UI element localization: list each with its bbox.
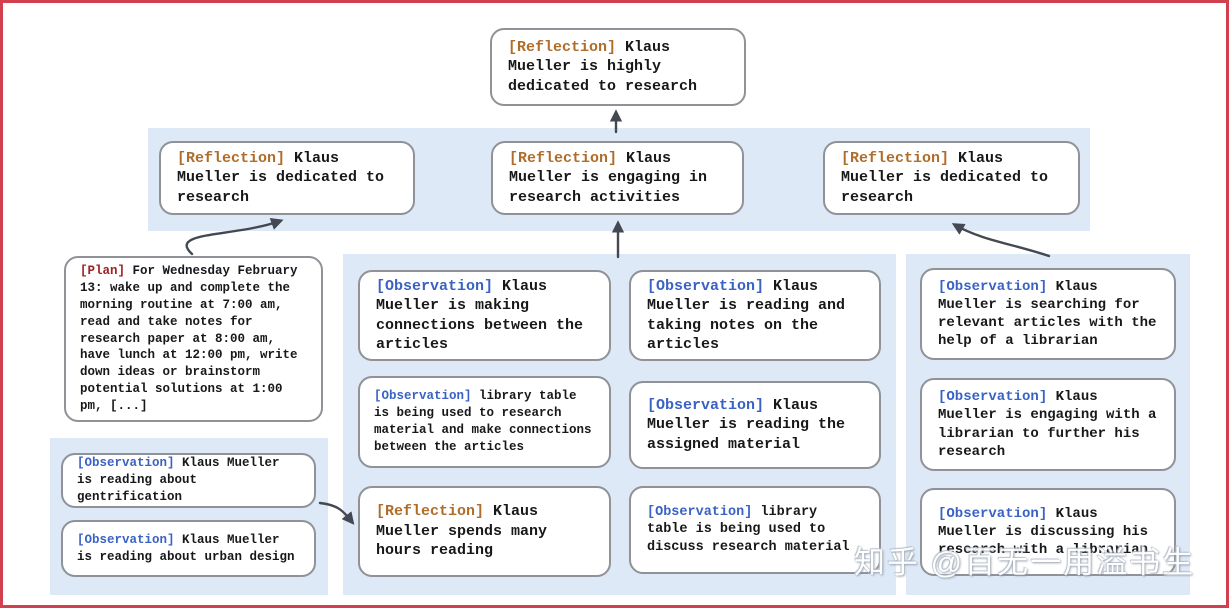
observation-tag: [Observation] (376, 277, 494, 295)
node-content: [Observation] Klaus Mueller is searching… (938, 278, 1160, 351)
node-content: [Reflection] Klaus Mueller is dedicated … (841, 149, 1064, 208)
observation-node-n2: [Observation] Klaus Mueller is reading t… (629, 381, 881, 469)
observation-node-r3: [Observation] Klaus Mueller is discussin… (920, 488, 1176, 576)
node-content: [Observation] Klaus Mueller is making co… (376, 277, 595, 355)
observation-tag: [Observation] (647, 277, 765, 295)
zhihu-watermark: 知乎 @百无一用溢书生 (854, 545, 1196, 580)
node-content: [Reflection] Klaus Mueller spends many h… (376, 502, 595, 561)
observation-tag: [Observation] (647, 504, 753, 520)
node-content: [Observation] Klaus Mueller is reading a… (77, 532, 300, 566)
reflection-tag: [Reflection] (508, 38, 617, 56)
observation-tag: [Observation] (938, 505, 1048, 522)
node-content: [Observation] Klaus Mueller is reading t… (647, 396, 865, 455)
node-content: [Reflection] Klaus Mueller is engaging i… (509, 149, 728, 208)
node-text: Klaus Mueller is reading the assigned ma… (647, 396, 846, 453)
observation-tag: [Observation] (647, 396, 765, 414)
node-text: Klaus Mueller is searching for relevant … (938, 278, 1157, 350)
observation-node-left-2: [Observation] Klaus Mueller is reading a… (61, 520, 316, 577)
node-content: [Observation] library table is being use… (374, 388, 595, 456)
node-text: For Wednesday February 13: wake up and c… (80, 264, 298, 414)
plan-tag: [Plan] (80, 264, 126, 279)
reflection-node-root: [Reflection] Klaus Mueller is highly ded… (490, 28, 746, 106)
node-content: [Observation] Klaus Mueller is discussin… (938, 505, 1160, 560)
observation-tag: [Observation] (374, 389, 472, 404)
node-content: [Observation] library table is being use… (647, 504, 865, 557)
plan-node: [Plan] For Wednesday February 13: wake u… (64, 256, 323, 422)
observation-node-m1: [Observation] Klaus Mueller is making co… (358, 270, 611, 361)
observation-tag: [Observation] (77, 532, 175, 547)
reflection-tag: [Reflection] (376, 503, 485, 521)
reflection-node-1: [Reflection] Klaus Mueller is dedicated … (159, 141, 415, 215)
observation-node-m2: [Observation] library table is being use… (358, 376, 611, 468)
node-content: [Plan] For Wednesday February 13: wake u… (80, 263, 307, 415)
reflection-node-3: [Reflection] Klaus Mueller is dedicated … (823, 141, 1080, 215)
node-content: [Reflection] Klaus Mueller is highly ded… (508, 38, 730, 97)
node-text: Klaus Mueller is making connections betw… (376, 277, 584, 354)
observation-node-n1: [Observation] Klaus Mueller is reading a… (629, 270, 881, 361)
observation-node-r1: [Observation] Klaus Mueller is searching… (920, 268, 1176, 360)
node-content: [Observation] Klaus Mueller is reading a… (647, 277, 865, 355)
observation-node-left-1: [Observation] Klaus Mueller is reading a… (61, 453, 316, 508)
node-text: Klaus Mueller spends many hours reading (376, 503, 548, 560)
node-text: Klaus Mueller is discussing his research… (938, 505, 1149, 559)
reflection-node-m3: [Reflection] Klaus Mueller spends many h… (358, 486, 611, 577)
node-content: [Observation] Klaus Mueller is reading a… (77, 455, 300, 506)
node-text: Klaus Mueller is highly dedicated to res… (508, 38, 698, 95)
node-text: Klaus Mueller is engaging in research ac… (509, 149, 708, 206)
observation-node-n3: [Observation] library table is being use… (629, 486, 881, 574)
node-text: library table is being used to research … (374, 389, 592, 454)
node-content: [Reflection] Klaus Mueller is dedicated … (177, 149, 399, 208)
node-text: Klaus Mueller is dedicated to research (177, 149, 385, 206)
observation-node-r2: [Observation] Klaus Mueller is engaging … (920, 378, 1176, 471)
observation-tag: [Observation] (938, 389, 1048, 406)
reflection-tag: [Reflection] (509, 149, 618, 167)
node-text: Klaus Mueller is reading and taking note… (647, 277, 846, 354)
reflection-tag: [Reflection] (841, 149, 950, 167)
reflection-tag: [Reflection] (177, 149, 286, 167)
node-text: Klaus Mueller is reading about gentrific… (77, 456, 280, 504)
reflection-node-2: [Reflection] Klaus Mueller is engaging i… (491, 141, 744, 215)
node-text: Klaus Mueller is engaging with a librari… (938, 389, 1157, 460)
observation-tag: [Observation] (938, 278, 1048, 295)
node-content: [Observation] Klaus Mueller is engaging … (938, 388, 1160, 461)
observation-tag: [Observation] (77, 456, 175, 471)
node-text: library table is being used to discuss r… (647, 504, 850, 555)
node-text: Klaus Mueller is reading about urban des… (77, 532, 295, 564)
node-text: Klaus Mueller is dedicated to research (841, 149, 1049, 206)
